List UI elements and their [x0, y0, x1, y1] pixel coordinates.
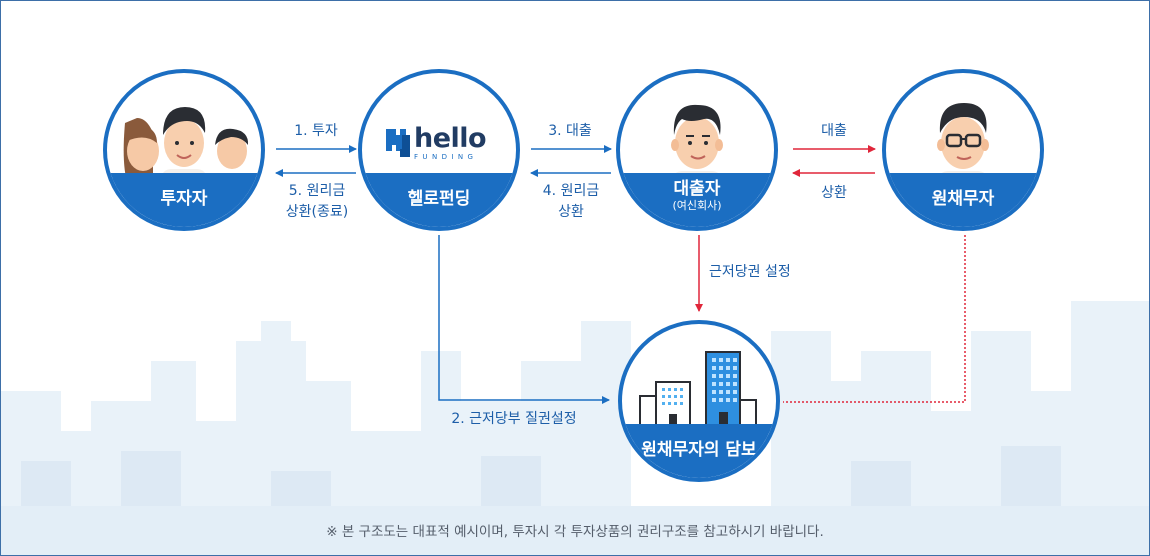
debtor-node: 원채무자	[882, 69, 1044, 231]
investor-label: 투자자	[160, 189, 208, 209]
label-repay-line2: 상환	[558, 204, 584, 220]
hellofunding-logo-icon	[386, 129, 410, 157]
label-pledge: 2. 근저당부 질권설정	[451, 411, 577, 427]
label-repay: 4. 원리금 상환	[533, 181, 609, 223]
borrower-label: 대출자	[673, 179, 721, 199]
hellofunding-logo-word: hello	[414, 123, 487, 154]
label-loan-debtor: 대출	[821, 123, 847, 139]
label-invest: 1. 투자	[294, 123, 338, 139]
label-repay-end-line2: 상환(종료)	[285, 204, 349, 220]
label-repay-end: 5. 원리금 상환(종료)	[273, 181, 361, 223]
hellofunding-logo-text: hello FUNDING	[414, 125, 514, 162]
label-repay-debtor: 상환	[821, 185, 847, 201]
footnote: ※ 본 구조도는 대표적 예시이며, 투자시 각 투자상품의 권리구조를 참고하…	[326, 524, 824, 540]
borrower-node: 대출자 (여신회사)	[616, 69, 778, 231]
collateral-node: 원채무자의 담보	[618, 320, 780, 482]
debtor-label: 원채무자	[931, 189, 995, 209]
label-loan: 3. 대출	[548, 123, 592, 139]
hellofunding-label: 헬로펀딩	[407, 189, 471, 209]
hellofunding-logo-sub: FUNDING	[414, 153, 478, 161]
label-repay-line1: 4. 원리금	[542, 183, 600, 199]
hellofunding-label-band: 헬로펀딩	[362, 173, 516, 227]
collateral-label: 원채무자의 담보	[641, 440, 757, 460]
borrower-label-band: 대출자 (여신회사)	[620, 173, 774, 227]
investor-label-band: 투자자	[107, 173, 261, 227]
label-mortgage: 근저당권 설정	[709, 264, 791, 280]
dotted-debtor-collateral	[783, 235, 966, 403]
label-repay-end-line1: 5. 원리금	[288, 183, 346, 199]
hellofunding-node: hello FUNDING 헬로펀딩	[358, 69, 520, 231]
investor-node: 투자자	[103, 69, 265, 231]
collateral-label-band: 원채무자의 담보	[622, 424, 776, 478]
borrower-sublabel: (여신회사)	[672, 199, 722, 212]
debtor-label-band: 원채무자	[886, 173, 1040, 227]
arrow-pledge	[438, 235, 610, 404]
